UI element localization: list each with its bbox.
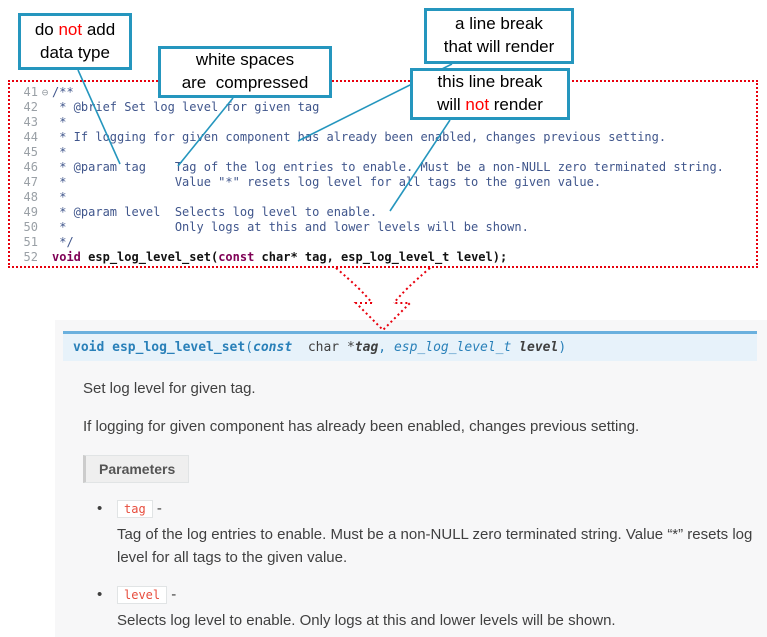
- callout-text-emphasis: not: [465, 95, 490, 114]
- code-editor: 41⊖/**42 * @brief Set log level for give…: [8, 80, 758, 268]
- param-description: Tag of the log entries to enable. Must b…: [117, 526, 753, 566]
- fold-gutter: [38, 130, 52, 145]
- code-line: 41⊖/**: [14, 85, 756, 100]
- code-text: * Value "*" resets log level for all tag…: [52, 175, 602, 189]
- callout-text-line: that will render: [443, 37, 555, 56]
- line-number: 45: [23, 145, 38, 159]
- function-signature: void esp_log_level_set(const char *tag, …: [63, 331, 757, 361]
- fold-gutter: [38, 250, 52, 265]
- callout-text-line: data type: [40, 42, 110, 62]
- code-text: */: [52, 235, 74, 249]
- fold-gutter: [38, 160, 52, 175]
- fold-collapse-icon[interactable]: ⊖: [41, 86, 49, 99]
- code-line: 49 * @param level Selects log level to e…: [14, 205, 756, 220]
- line-number: 49: [23, 205, 38, 219]
- code-line: 44 * If logging for given component has …: [14, 130, 756, 145]
- fold-gutter: [38, 205, 52, 220]
- line-number: 51: [23, 235, 38, 249]
- code-text: * If logging for given component has alr…: [52, 130, 667, 144]
- code-text: [81, 250, 88, 265]
- fold-gutter: [38, 190, 52, 205]
- callout-text: do: [34, 19, 59, 39]
- signature-token: void: [73, 340, 113, 355]
- param-list: • tag - Tag of the log entries to enable. …: [55, 500, 767, 633]
- callout-linebreak-renders: a line break that will render: [424, 8, 574, 64]
- code-text: char* tag, esp_log_level_t level);: [254, 250, 508, 264]
- bullet-icon: •: [97, 586, 103, 603]
- signature-token: level: [519, 340, 559, 355]
- code-text: *: [52, 190, 67, 204]
- code-text: * Only logs at this and lower levels wil…: [52, 220, 529, 234]
- code-line: 47 * Value "*" resets log level for all …: [14, 175, 756, 190]
- code-text: * @brief Set log level for given tag: [52, 100, 320, 114]
- callout-text: will: [437, 95, 466, 114]
- signature-token: tag: [354, 340, 379, 355]
- callout-text-line: will not render: [437, 94, 543, 117]
- fold-gutter: [38, 220, 52, 235]
- line-number: 50: [23, 220, 38, 234]
- param-item: • level - Selects log level to enable. Onl…: [97, 586, 755, 633]
- signature-token: char *: [292, 340, 355, 355]
- signature-token: esp_log_level_set: [112, 340, 246, 355]
- line-number: 46: [23, 160, 38, 174]
- callout-text-emphasis: not: [58, 19, 83, 39]
- fold-gutter: [38, 115, 52, 130]
- fold-gutter: [38, 235, 52, 250]
- rendered-docs-panel: void esp_log_level_set(const char *tag, …: [55, 320, 767, 637]
- code-line: 43 *: [14, 115, 756, 130]
- code-text: *: [52, 115, 67, 129]
- callout-no-datatype: do not add data type: [18, 13, 132, 70]
- callout-text: add: [82, 19, 116, 39]
- code-line: 46 * @param tag Tag of the log entries t…: [14, 160, 756, 175]
- code-line: 52 void esp_log_level_set(const char* tag…: [14, 250, 756, 265]
- code-text: void: [52, 250, 81, 264]
- callout-whitespace-compressed: white spaces are compressed: [158, 46, 332, 98]
- code-text: const: [218, 250, 255, 264]
- code-line: 42 * @brief Set log level for given tag: [14, 100, 756, 115]
- signature-token: const: [253, 340, 293, 355]
- code-text: esp_log_level_set: [88, 250, 211, 264]
- fold-gutter: [38, 100, 52, 115]
- line-number: 41: [23, 85, 38, 99]
- code-text: /**: [52, 85, 74, 99]
- callout-text-line: a line break: [455, 14, 543, 34]
- line-number: 43: [23, 115, 38, 129]
- signature-token: (: [245, 340, 254, 355]
- line-number: 52: [23, 250, 38, 264]
- callout-text-line: this line break: [437, 72, 543, 92]
- code-text: (: [210, 250, 219, 264]
- parameters-heading: Parameters: [83, 455, 190, 483]
- signature-token: esp_log_level_t: [393, 340, 520, 355]
- code-line: 45 *: [14, 145, 756, 160]
- param-description: Selects log level to enable. Only logs a…: [117, 612, 616, 629]
- code-line: 50 * Only logs at this and lower levels …: [14, 220, 756, 235]
- code-line: 51 */: [14, 235, 756, 250]
- bullet-icon: •: [97, 500, 103, 517]
- callout-text-line: do not add: [35, 19, 115, 42]
- callout-linebreak-not-render: this line break will not render: [410, 68, 570, 120]
- code-text: * @param level Selects log level to enab…: [52, 205, 378, 219]
- callout-text-line: white spaces: [195, 50, 295, 70]
- code-text: *: [52, 145, 67, 159]
- line-number: 44: [23, 130, 38, 144]
- param-name-literal: tag: [117, 500, 153, 518]
- param-dash: -: [152, 500, 162, 517]
- callout-text: render: [489, 95, 543, 114]
- line-number: 47: [23, 175, 38, 189]
- param-name-literal: level: [117, 586, 168, 604]
- line-number: 48: [23, 190, 38, 204]
- fold-gutter: [38, 175, 52, 190]
- fold-gutter: [38, 145, 52, 160]
- code-text: * @param tag Tag of the log entries to e…: [52, 160, 724, 174]
- param-dash: -: [167, 586, 177, 603]
- signature-token: ): [558, 340, 567, 355]
- detailed-description: If logging for given component has alrea…: [83, 418, 640, 435]
- code-line: 48 *: [14, 190, 756, 205]
- line-number: 42: [23, 100, 38, 114]
- signature-token: ,: [378, 340, 394, 355]
- param-item: • tag - Tag of the log entries to enable. …: [97, 500, 755, 569]
- brief-description: Set log level for given tag.: [83, 380, 256, 397]
- callout-text-line: are compressed: [181, 73, 309, 92]
